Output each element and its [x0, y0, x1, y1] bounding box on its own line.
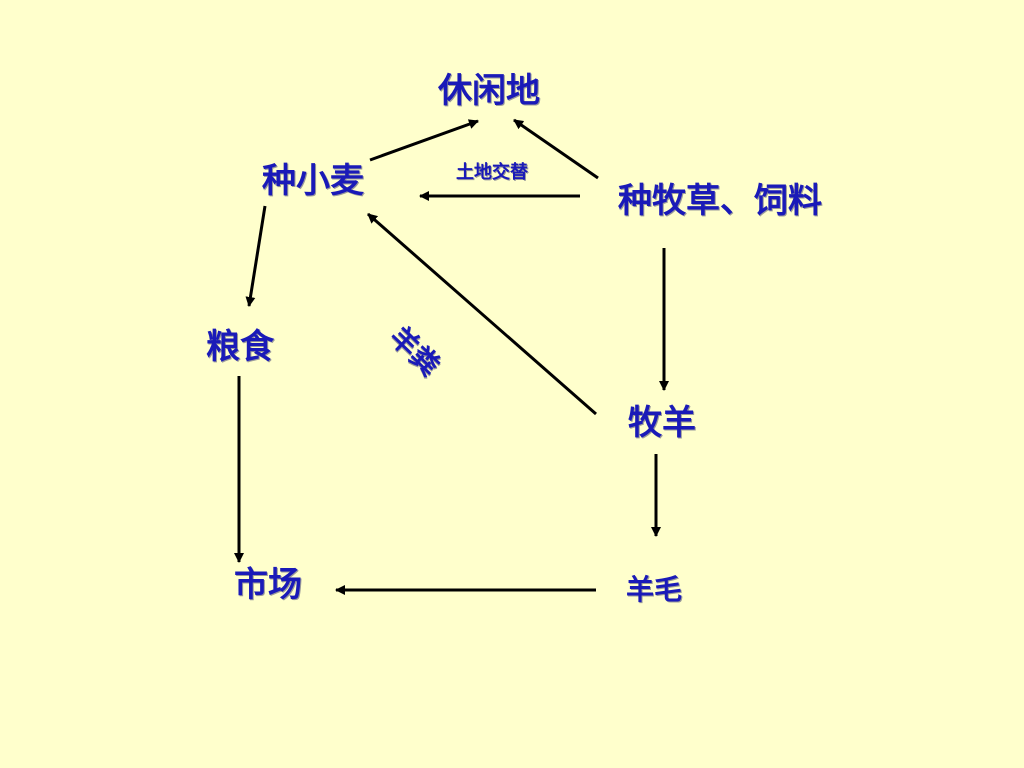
arrow-wheat-to-grain [245, 205, 267, 307]
node-plant-forage: 种牧草、饲料 [618, 181, 822, 221]
node-market: 市场 [234, 565, 302, 605]
node-fallow-land: 休闲地 [438, 71, 540, 111]
node-sheep-herding: 牧羊 [628, 403, 696, 443]
node-plant-wheat: 种小麦 [262, 161, 364, 201]
arrow-forage-to-fallow [513, 118, 599, 180]
node-grain: 粮食 [206, 327, 274, 367]
arrow-sheep-to-wheat [367, 212, 597, 416]
label-land-rotation: 土地交替 [456, 162, 528, 183]
node-wool: 羊毛 [626, 573, 683, 606]
arrow-wheat-to-fallow [369, 119, 479, 162]
